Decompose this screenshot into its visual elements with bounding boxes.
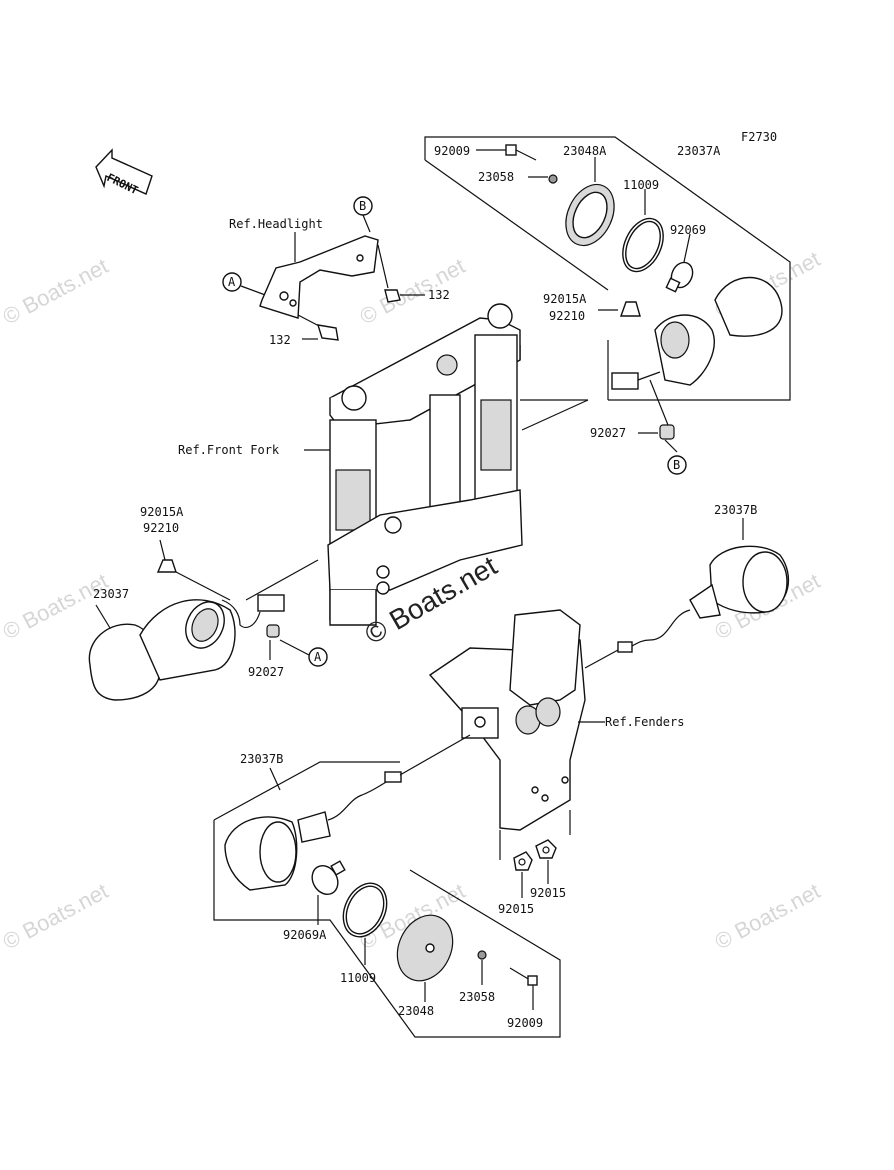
bolt-icon bbox=[377, 244, 425, 303]
part-number: 11009 bbox=[623, 178, 659, 192]
bulb-icon bbox=[665, 233, 694, 293]
part-number: 92027 bbox=[590, 426, 626, 440]
part-number: 132 bbox=[269, 333, 291, 347]
nut-icon bbox=[528, 174, 558, 184]
nut-icon bbox=[535, 839, 557, 884]
part-number: 23048 bbox=[398, 1004, 434, 1018]
nut-icon bbox=[477, 950, 487, 985]
part-number: 23058 bbox=[459, 990, 495, 1004]
turn-signal-front-right-assembly bbox=[424, 136, 791, 453]
callout-label: B bbox=[673, 458, 680, 472]
bulb-icon bbox=[311, 860, 346, 925]
grommet-icon bbox=[638, 424, 675, 440]
headlight-bracket bbox=[259, 232, 425, 341]
part-number: 23037B bbox=[240, 752, 283, 766]
bolt-icon bbox=[297, 314, 339, 341]
part-number: 23048A bbox=[563, 144, 607, 158]
watermark-text: © Boats.net bbox=[711, 878, 825, 954]
turn-signal-rear-right bbox=[584, 518, 790, 669]
part-number: 92015 bbox=[530, 886, 566, 900]
part-number: 11009 bbox=[340, 971, 376, 985]
part-number: 23037 bbox=[93, 587, 129, 601]
figure-code: F2730 bbox=[741, 130, 777, 144]
turn-signal-front-left bbox=[88, 539, 319, 701]
signal-housing-icon bbox=[611, 276, 783, 390]
gasket-icon bbox=[342, 882, 388, 965]
part-number: 92015A bbox=[140, 505, 184, 519]
cap-icon bbox=[598, 301, 641, 317]
callout-label: A bbox=[314, 650, 322, 664]
gasket-icon bbox=[622, 189, 664, 273]
part-number: 23037B bbox=[714, 503, 757, 517]
part-number: 92210 bbox=[143, 521, 179, 535]
screw-icon bbox=[476, 144, 537, 161]
part-number: 92210 bbox=[549, 309, 585, 323]
callout-label: A bbox=[228, 275, 236, 289]
part-number: 92069 bbox=[670, 223, 706, 237]
ref-fenders-label: Ref.Fenders bbox=[605, 715, 684, 729]
front-fork bbox=[304, 303, 589, 626]
screw-icon bbox=[509, 967, 538, 1010]
part-number: 92027 bbox=[248, 665, 284, 679]
watermark-text: © Boats.net bbox=[0, 878, 112, 954]
part-number: 92069A bbox=[283, 928, 327, 942]
lens-icon bbox=[565, 157, 615, 247]
callout-a-left: A bbox=[279, 639, 328, 667]
part-number: 92015 bbox=[498, 902, 534, 916]
part-number: 23037A bbox=[677, 144, 721, 158]
nut-icon bbox=[513, 851, 533, 898]
watermark-text: © Boats.net bbox=[0, 568, 112, 644]
turn-signal-rear-left-assembly bbox=[213, 734, 561, 1038]
part-number: 92015A bbox=[543, 292, 587, 306]
lens-icon bbox=[396, 914, 454, 1002]
part-number: 132 bbox=[428, 288, 450, 302]
ref-headlight-label: Ref.Headlight bbox=[229, 217, 323, 231]
part-number: 92009 bbox=[434, 144, 470, 158]
callout-a-top: A bbox=[222, 272, 269, 297]
fender-bracket bbox=[428, 609, 605, 898]
part-number: 92009 bbox=[507, 1016, 543, 1030]
front-arrow: FRONT bbox=[95, 148, 153, 197]
watermark-text: © Boats.net bbox=[0, 253, 112, 329]
callout-label: B bbox=[359, 199, 366, 213]
part-number: 23058 bbox=[478, 170, 514, 184]
callout-b-top: B bbox=[353, 196, 373, 233]
part-number-labels: 92009 23048A 23037A 23058 11009 92069 13… bbox=[93, 144, 757, 1030]
ref-front-fork-label: Ref.Front Fork bbox=[178, 443, 280, 457]
callout-b-right: B bbox=[667, 455, 687, 475]
